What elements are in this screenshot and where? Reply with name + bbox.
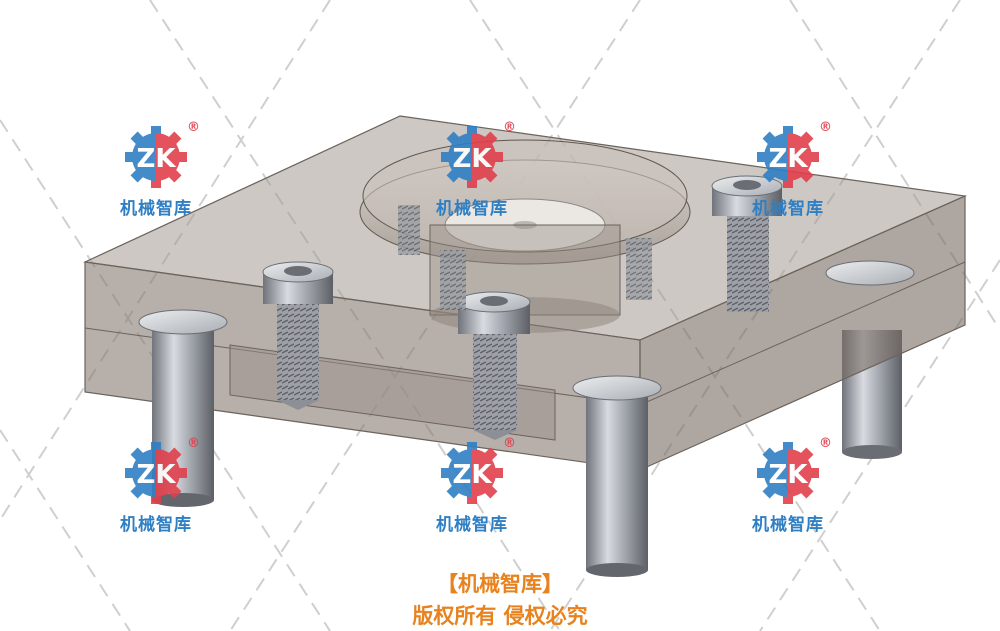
watermark-label: 机械智库 (436, 515, 508, 535)
logo-letter: ZK (137, 144, 177, 174)
watermark-label: 机械智库 (752, 199, 824, 219)
logo-letter: ZK (769, 460, 809, 490)
watermark-logos: ZK ® ZK ® ZK ® ZK ® ZK ® ZK ® (125, 120, 832, 504)
copyright-notice: 版权所有 侵权必究 (412, 604, 588, 628)
gear-logo-icon: ZK ® (441, 120, 516, 188)
registered-mark: ® (187, 120, 200, 135)
logo-letter: ZK (453, 144, 493, 174)
watermark-label: 机械智库 (752, 515, 824, 535)
logo-letter: ZK (137, 460, 177, 490)
registered-mark: ® (819, 120, 832, 135)
watermark-label: 机械智库 (436, 199, 508, 219)
registered-mark: ® (503, 436, 516, 451)
gear-logo-icon: ZK ® (125, 120, 200, 188)
gear-logo-icon: ZK ® (757, 120, 832, 188)
socket-screws (262, 175, 783, 440)
gear-logo-icon: ZK ® (757, 436, 832, 504)
registered-mark: ® (187, 436, 200, 451)
registered-mark: ® (819, 436, 832, 451)
logo-letter: ZK (769, 144, 809, 174)
gear-logo-icon: ZK ® (125, 436, 200, 504)
gear-logo-icon: ZK ® (441, 436, 516, 504)
logo-letter: ZK (453, 460, 493, 490)
copyright-title: 【机械智库】 (437, 572, 563, 596)
registered-mark: ® (503, 120, 516, 135)
watermark-label: 机械智库 (120, 199, 192, 219)
watermark-label: 机械智库 (120, 515, 192, 535)
